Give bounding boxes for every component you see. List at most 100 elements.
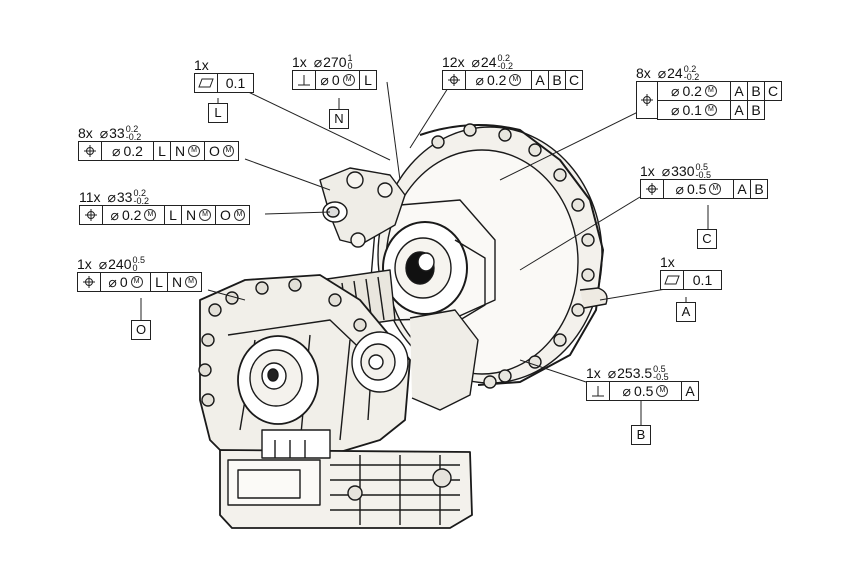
upper-tolerance: 1 [347,53,353,63]
datum-ref: C [764,82,781,100]
position-icon [79,142,101,160]
datum-ref: O [209,143,220,159]
mmc-icon: M [222,145,234,157]
datum-ref: N [186,207,197,223]
tolerance-value: 0.2 [486,72,507,88]
datum-ref: O [220,207,231,223]
upper-tolerance: 0.2 [133,188,146,198]
nominal-size: 240 [108,256,132,272]
callout-quantity: 1x [77,256,92,272]
tolerance-value: 0.1 [217,74,253,92]
diameter-symbol: ⌀ [475,72,484,88]
upper-tolerance: 0.5 [132,255,145,265]
datum-ref: A [733,180,750,198]
feature-control-frame: ⌀ 0 M L [292,70,377,90]
datum-l: L [208,103,228,123]
feature-control-frame: ⌀ 0.2 L N M O M [78,141,239,161]
tolerance-value: 0 [119,274,128,290]
feature-control-frame: 0.1 [194,73,254,93]
nominal-size: 33 [109,125,125,141]
nominal-size: 253.5 [617,365,653,381]
datum-c: C [697,229,717,249]
datum-ref: N [172,274,183,290]
callout-quantity: 1x [640,163,655,179]
position-icon [78,273,100,291]
diameter-symbol: ⌀ [675,181,684,197]
feature-control-frame: ⌀ 0 M L N M [77,272,202,292]
datum-ref: L [153,142,170,160]
feature-control-frame: ⌀ 0.5 M A [586,381,699,401]
mmc-icon: M [656,385,669,397]
perpendicularity-icon [293,71,315,89]
datum-b: B [631,425,651,445]
callout-quantity: 1x [660,254,675,270]
flatness-icon [195,74,217,92]
tolerance-value: 0.1 [682,102,702,118]
mmc-icon: M [509,74,522,86]
position-icon [80,206,102,224]
tolerance-value: 0.5 [633,383,654,399]
datum-ref: B [747,82,764,100]
datum-ref: A [681,382,698,400]
callout-quantity: 12x [442,54,465,70]
lower-tolerance: -0.5 [695,170,711,180]
feature-control-frame: ⌀ 0.5 M A B [640,179,768,199]
diameter-symbol: ⌀ [313,54,323,70]
datum-ref: L [359,71,376,89]
nominal-size: 33 [116,189,133,205]
datum-ref: A [531,71,548,89]
feature-control-frame-row-2: ⌀ 0.1 M A B [657,101,765,120]
datum-ref: B [548,71,565,89]
diameter-symbol: ⌀ [671,102,680,118]
tolerance-value: 0.1 [683,271,721,289]
diameter-symbol: ⌀ [98,256,108,272]
mmc-icon: M [188,145,200,157]
position-icon [641,180,663,198]
diameter-symbol: ⌀ [607,365,617,381]
callout-flatness-a: 1x 0.1 [660,254,722,290]
feature-control-frame: ⌀ 0.2 M A B C [442,70,583,90]
callout-quantity: 1x [292,54,307,70]
feature-control-frame-row-1: ⌀ 0.2 M A B C [657,81,782,101]
callout-quantity: 1x [194,57,209,73]
diameter-symbol: ⌀ [622,383,631,399]
tolerance-value: 0 [331,72,340,88]
mmc-icon: M [704,85,717,97]
lower-tolerance: 0 [132,263,138,273]
mmc-icon: M [709,183,722,195]
datum-ref: L [150,273,167,291]
feature-control-frame: ⌀ 0.2 M L N M O M [79,205,250,225]
mmc-icon: M [130,276,143,288]
mmc-icon: M [185,276,197,288]
nominal-size: 270 [323,54,347,70]
datum-ref: B [750,180,767,198]
position-icon [443,71,465,89]
diameter-symbol: ⌀ [661,163,671,179]
diameter-symbol: ⌀ [320,72,329,88]
upper-tolerance: 0.2 [683,64,697,74]
diameter-symbol: ⌀ [108,274,117,290]
lower-tolerance: -0.2 [683,72,700,82]
flatness-icon [661,271,683,289]
mmc-icon: M [199,209,211,221]
tolerance-value: 0.2 [123,143,143,159]
datum-ref: N [175,143,186,159]
perpendicularity-icon [587,382,609,400]
datum-a: A [676,302,696,322]
mmc-icon: M [144,209,157,221]
lower-tolerance: 0 [347,61,353,71]
callout-quantity: 11x [79,189,101,205]
datum-ref: C [565,71,582,89]
datum-ref: A [730,82,747,100]
callout-quantity: 8x [78,125,93,141]
position-icon [636,81,657,119]
